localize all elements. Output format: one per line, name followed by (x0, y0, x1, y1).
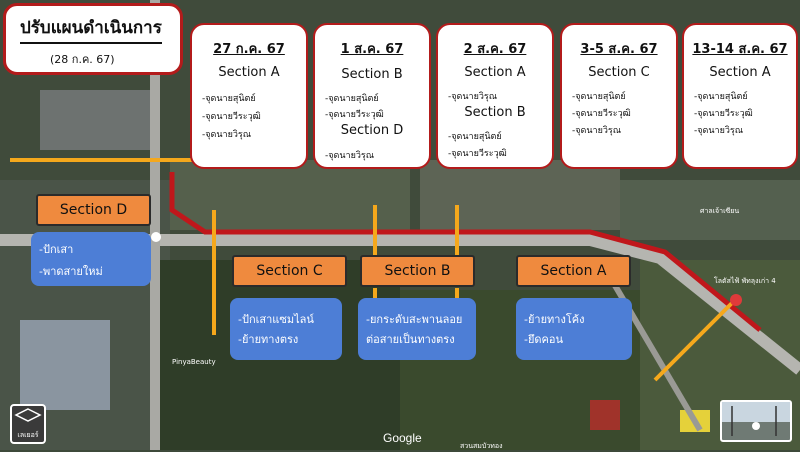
schedule-card: 27 ก.ค. 67 Section A -จุดนายสุนิตย์ -จุด… (190, 23, 308, 169)
card-date: 1 ส.ค. 67 (340, 42, 404, 57)
card-date: 27 ก.ค. 67 (213, 42, 285, 57)
section-a-tasks: -ย้ายทางโค้ง -ยึดคอน (516, 298, 632, 360)
card-item: -จุดนายวิรุณ (694, 126, 744, 136)
section-d-tasks: -ปักเสา -พาดสายใหม่ (31, 232, 151, 286)
task-item: ต่อสายเป็นทางตรง (366, 333, 455, 346)
title-date: (28 ก.ค. 67) (50, 53, 115, 66)
card-item: -จุดนายวีระวุฒิ (325, 110, 384, 120)
page-title: ปรับแผนดำเนินการ (20, 14, 162, 44)
card-item: -จุดนายวิรุณ (325, 151, 375, 161)
card-item: -จุดนายวิรุณ (572, 126, 622, 136)
schedule-card: 2 ส.ค. 67 Section A -จุดนายวิรุณ Section… (436, 23, 554, 169)
place-label: ศาลเจ้าเซียน (700, 207, 740, 215)
card-section: Section A (464, 65, 526, 80)
task-item: -ปักเสาแซมไลน์ (238, 313, 314, 326)
section-b-tasks: -ยกระดับสะพานลอย ต่อสายเป็นทางตรง (358, 298, 476, 360)
card-item: -จุดนายวีระวุฒิ (448, 149, 507, 159)
section-c-label: Section C (232, 255, 347, 287)
title-box: ปรับแผนดำเนินการ (28 ก.ค. 67) (3, 3, 183, 75)
schedule-card: 1 ส.ค. 67 Section B -จุดนายสุนิตย์ -จุดน… (313, 23, 431, 169)
card-item: -จุดนายวีระวุฒิ (202, 112, 261, 122)
task-item: -ปักเสา (39, 243, 74, 256)
card-section: Section A (709, 65, 771, 80)
card-date: 3-5 ส.ค. 67 (580, 42, 658, 57)
street-view-thumbnail[interactable] (720, 400, 792, 442)
power-line-route (169, 172, 762, 332)
section-a-label: Section A (516, 255, 631, 287)
card-item: -จุดนายสุนิตย์ (325, 94, 379, 104)
section-c-tasks: -ปักเสาแซมไลน์ -ย้ายทางตรง (230, 298, 342, 360)
card-item: -จุดนายวิรุณ (202, 130, 252, 140)
task-item: -ยกระดับสะพานลอย (366, 313, 463, 326)
card-section: Section B (464, 105, 526, 120)
schedule-card: 13-14 ส.ค. 67 Section A -จุดนายสุนิตย์ -… (682, 23, 798, 169)
layers-label: เลเยอร์ (17, 431, 39, 439)
boundary-marker (653, 298, 737, 382)
task-item: -ยึดคอน (524, 333, 564, 346)
card-item: -จุดนายสุนิตย์ (448, 132, 502, 142)
place-label: โลตัสไฟ้ พัทลุงเก่า 4 (714, 277, 776, 285)
card-item: -จุดนายวีระวุฒิ (572, 109, 631, 119)
card-section: Section C (588, 65, 650, 80)
street-view-icon (722, 402, 790, 436)
task-item: -พาดสายใหม่ (39, 265, 103, 278)
location-pin-icon (730, 294, 742, 306)
card-section: Section A (218, 65, 280, 80)
task-item: -ย้ายทางตรง (238, 333, 299, 346)
place-label: สวนสมบัวทอง (460, 442, 503, 450)
task-item: -ย้ายทางโค้ง (524, 313, 585, 326)
card-item: -จุดนายวิรุณ (448, 92, 498, 102)
schedule-card: 3-5 ส.ค. 67 Section C -จุดนายสุนิตย์ -จุ… (560, 23, 678, 169)
card-date: 2 ส.ค. 67 (463, 42, 527, 57)
card-item: -จุดนายวีระวุฒิ (694, 109, 753, 119)
layers-icon (14, 408, 42, 422)
location-pin-icon (151, 232, 161, 242)
layers-button[interactable]: เลเยอร์ (10, 404, 46, 444)
card-date: 13-14 ส.ค. 67 (692, 42, 788, 57)
card-section: Section B (341, 67, 403, 82)
card-item: -จุดนายสุนิตย์ (572, 92, 626, 102)
card-item: -จุดนายสุนิตย์ (202, 94, 256, 104)
google-attribution: Google (383, 431, 422, 445)
section-d-label: Section D (36, 194, 151, 226)
place-label: PinyaBeauty (172, 358, 216, 366)
card-item: -จุดนายสุนิตย์ (694, 92, 748, 102)
section-b-label: Section B (360, 255, 475, 287)
card-section: Section D (340, 123, 404, 138)
